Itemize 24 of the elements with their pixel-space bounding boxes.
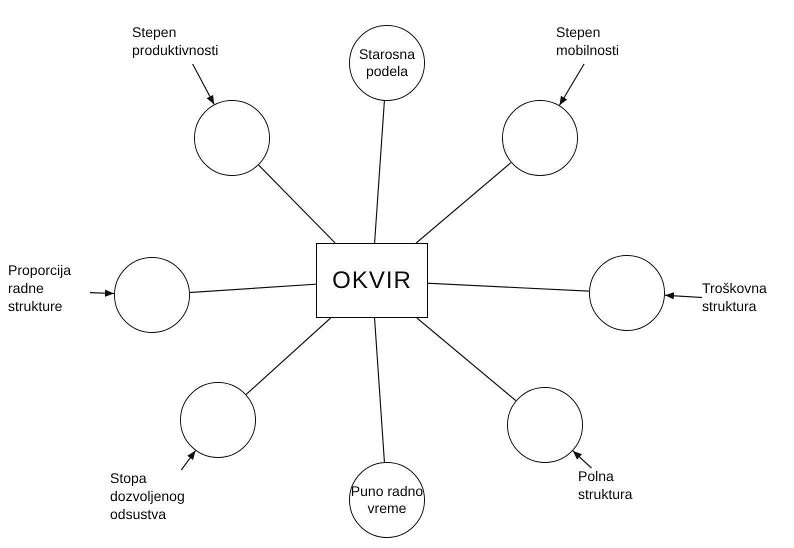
connector-line: [374, 100, 385, 244]
connector-line: [258, 164, 336, 244]
box-title: OKVIR: [332, 272, 412, 289]
connector-line: [428, 282, 590, 292]
node-label: Proporcija radne strukture: [8, 262, 72, 314]
connector-line: [416, 318, 516, 402]
node-label: Stepen produktivnosti: [132, 24, 218, 58]
node-label: Stepen mobilnosti: [556, 24, 620, 58]
connector-line: [416, 162, 512, 244]
node-label: Puno radno vreme: [350, 483, 424, 517]
connector-line: [374, 318, 385, 462]
arrow: [572, 450, 592, 468]
arrow: [180, 450, 196, 470]
node-label: Polna struktura: [578, 468, 632, 502]
node-label: Starosna podela: [358, 46, 416, 80]
arrow: [664, 292, 702, 300]
arrow: [192, 64, 215, 105]
connector-line: [246, 318, 331, 395]
connector-line: [190, 284, 316, 294]
node-label: Stopa dozvoljenog odsustva: [110, 470, 185, 522]
node-label: Troškovna struktura: [702, 280, 767, 314]
frame-box: [316, 243, 428, 318]
arrow: [90, 290, 114, 297]
arrow: [558, 64, 585, 106]
